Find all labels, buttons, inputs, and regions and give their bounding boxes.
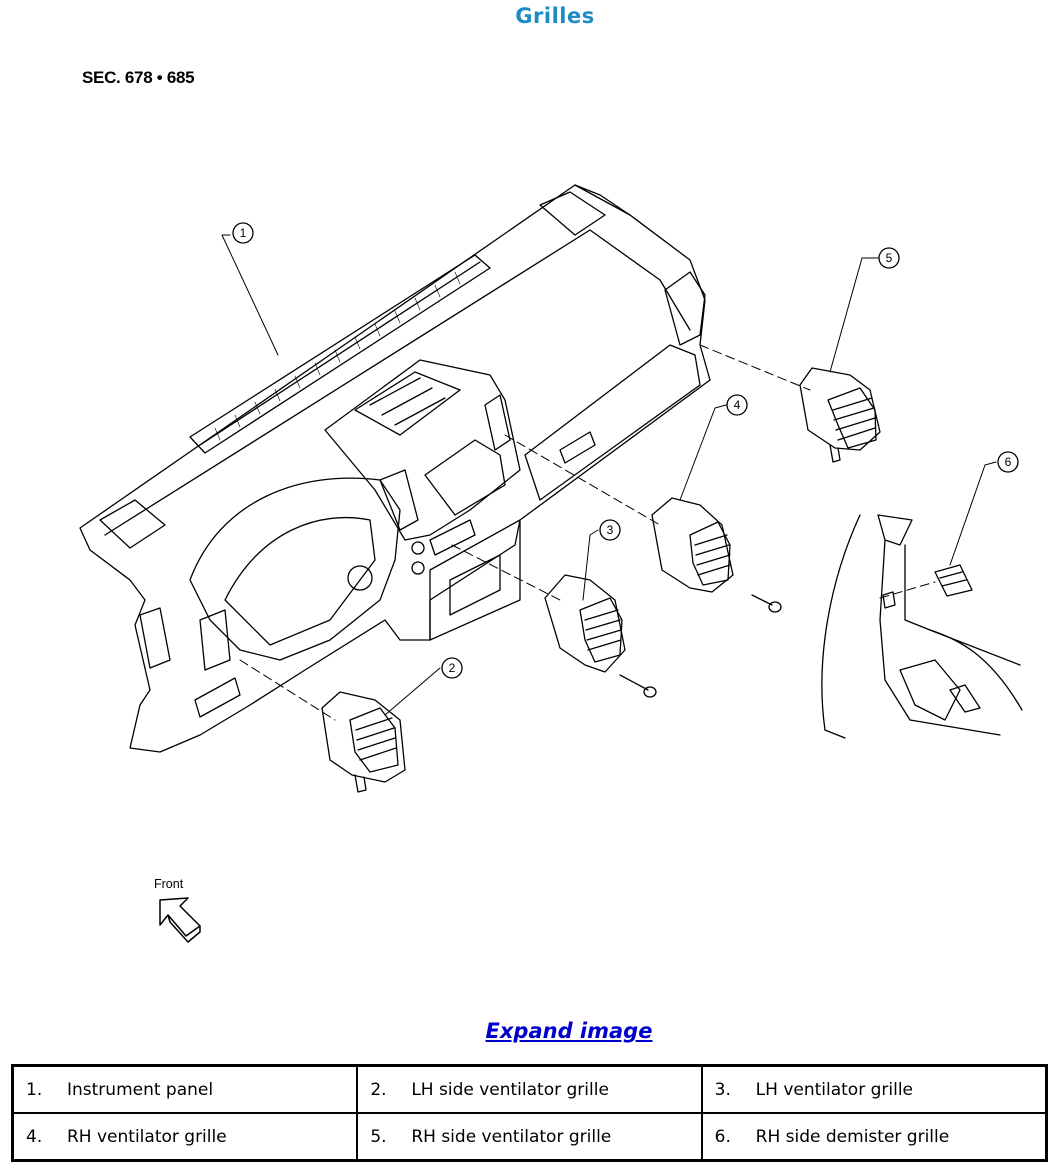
callout-4: 4 <box>734 398 741 412</box>
legend-cell: 4.RH ventilator grille <box>13 1113 358 1160</box>
grille-4 <box>651 497 734 593</box>
meter-hood <box>189 477 401 661</box>
instrument-panel-outline <box>79 184 711 753</box>
legend-label: Instrument panel <box>67 1079 214 1100</box>
section-label: SEC. 678 • 685 <box>82 68 195 87</box>
callout-5: 5 <box>886 251 893 265</box>
screw-4 <box>751 594 782 613</box>
door-view <box>821 514 1023 739</box>
table-row: 1.Instrument panel 2.LH side ventilator … <box>13 1066 1046 1113</box>
front-label: Front <box>154 877 184 891</box>
legend-label: LH ventilator grille <box>755 1079 914 1100</box>
grille-2 <box>321 691 406 793</box>
page-title: Grilles <box>515 4 595 28</box>
legend-cell: 2.LH side ventilator grille <box>357 1066 702 1113</box>
legend-table: 1.Instrument panel 2.LH side ventilator … <box>11 1064 1048 1162</box>
legend-cell: 5.RH side ventilator grille <box>357 1113 702 1160</box>
legend-label: RH side ventilator grille <box>411 1126 612 1147</box>
defroster-slot <box>189 254 491 454</box>
grilles-diagram: 1 2 3 4 5 6 <box>79 184 1023 943</box>
glove-box <box>524 344 701 501</box>
grille-3 <box>544 574 626 673</box>
callout-6: 6 <box>1005 455 1012 469</box>
legend-label: RH ventilator grille <box>67 1126 227 1147</box>
legend-cell: 3.LH ventilator grille <box>701 1066 1046 1113</box>
callout-2: 2 <box>449 661 456 675</box>
legend-cell: 1.Instrument panel <box>13 1066 358 1113</box>
callout-3: 3 <box>607 523 614 537</box>
legend-label: LH side ventilator grille <box>411 1079 609 1100</box>
front-arrow-icon <box>159 897 201 937</box>
screw-3 <box>619 674 657 698</box>
table-row: 4.RH ventilator grille 5.RH side ventila… <box>13 1113 1046 1160</box>
expand-image-link[interactable]: Expand image <box>485 1019 653 1043</box>
grille-5 <box>799 367 881 463</box>
callout-1: 1 <box>240 226 247 240</box>
center-cluster <box>324 359 521 541</box>
legend-label: RH side demister grille <box>755 1126 950 1147</box>
legend-cell: 6.RH side demister grille <box>701 1113 1046 1160</box>
